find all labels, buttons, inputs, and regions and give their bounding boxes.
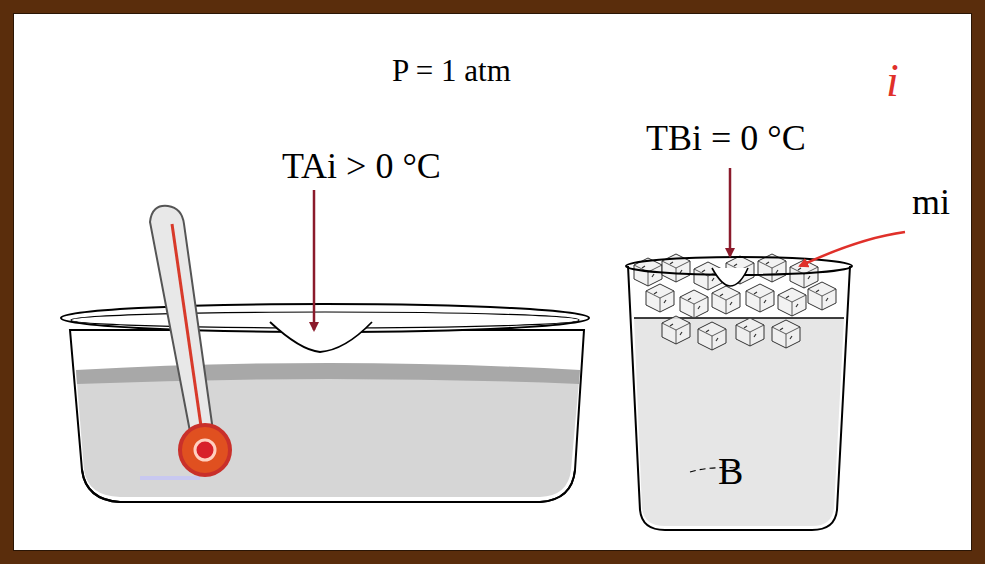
- ice-cube: [736, 318, 764, 346]
- water-line: [634, 317, 844, 319]
- ice-cube: [646, 284, 674, 312]
- ice-cube-mark: [766, 262, 778, 273]
- ice-cube-outline: [746, 284, 774, 312]
- ice-cube-mark: [786, 296, 798, 307]
- pressure-label: P = 1 atm: [392, 55, 511, 86]
- ice-cube-edge: [746, 291, 774, 312]
- ice-cube-edge: [646, 291, 674, 312]
- ice-cube-edge: [758, 261, 786, 282]
- ice-cube: [698, 322, 726, 350]
- mass-label: mi: [912, 184, 950, 220]
- basin-bottom: [82, 470, 575, 502]
- ice-cube: [746, 284, 774, 312]
- ice-cube-edge: [736, 325, 764, 346]
- ice-cube-outline: [680, 290, 708, 318]
- ice-cube: [808, 282, 836, 310]
- basin-spout: [270, 322, 372, 352]
- ice-cube-edge: [680, 297, 708, 318]
- ice-cube: [772, 320, 800, 348]
- basin-water: [76, 370, 580, 497]
- ice-cube-edge: [662, 323, 690, 344]
- ice-cube-outline: [646, 284, 674, 312]
- ice-cube-mark: [688, 298, 700, 309]
- basin-reflection: [140, 476, 200, 480]
- ice-cubes: [634, 254, 836, 350]
- ice-cube: [680, 290, 708, 318]
- ice-cube-edge: [790, 267, 818, 288]
- leader-arrow: [313, 190, 316, 330]
- basin-body: [70, 330, 584, 502]
- thermometer-bulb: [180, 425, 230, 475]
- temperature-label: TAi > 0 °C: [282, 148, 441, 184]
- ice-cube-outline: [712, 286, 740, 314]
- thermometer-column: [172, 224, 203, 440]
- ice-cube-edge: [662, 261, 690, 282]
- ice-cube-edge: [698, 329, 726, 350]
- beaker-label: B: [718, 452, 743, 490]
- ice-cube-edge: [634, 265, 662, 286]
- ice-cube: [662, 316, 690, 344]
- ice-cube-outline: [698, 322, 726, 350]
- ice-cube-mark: [816, 290, 828, 301]
- ice-cube-outline: [662, 316, 690, 344]
- ice-cube-mark: [670, 262, 682, 273]
- ice-cube: [778, 288, 806, 316]
- temperature-label: TBi = 0 °C: [646, 120, 806, 156]
- ice-cube-mark: [706, 330, 718, 341]
- beaker: [626, 254, 852, 530]
- ice-cube-outline: [778, 288, 806, 316]
- ice-cube-mark: [780, 328, 792, 339]
- thermometer-tube: [150, 206, 214, 442]
- water-surface: [76, 363, 580, 384]
- state-label: i: [886, 58, 899, 104]
- ice-cube-mark: [720, 294, 732, 305]
- thermometer: [150, 206, 230, 475]
- leader-arrow: [729, 168, 732, 256]
- beaker-spout: [712, 268, 748, 286]
- ice-cube-edge: [778, 295, 806, 316]
- leader-arrow: [800, 232, 905, 266]
- basin: [61, 304, 589, 502]
- ice-cube-mark: [670, 324, 682, 335]
- ice-cube: [712, 286, 740, 314]
- ice-cube-mark: [654, 292, 666, 303]
- thermometer-bulb-core: [195, 440, 215, 460]
- ice-cube-mark: [754, 292, 766, 303]
- ice-cube-outline: [772, 320, 800, 348]
- ice-cube-edge: [808, 289, 836, 310]
- ice-cube-outline: [808, 282, 836, 310]
- beaker-body: [628, 266, 850, 530]
- ice-cube-mark: [744, 326, 756, 337]
- ice-cube-edge: [712, 293, 740, 314]
- ice-cube-edge: [772, 327, 800, 348]
- ice-cube-outline: [736, 318, 764, 346]
- beaker-water: [634, 318, 844, 526]
